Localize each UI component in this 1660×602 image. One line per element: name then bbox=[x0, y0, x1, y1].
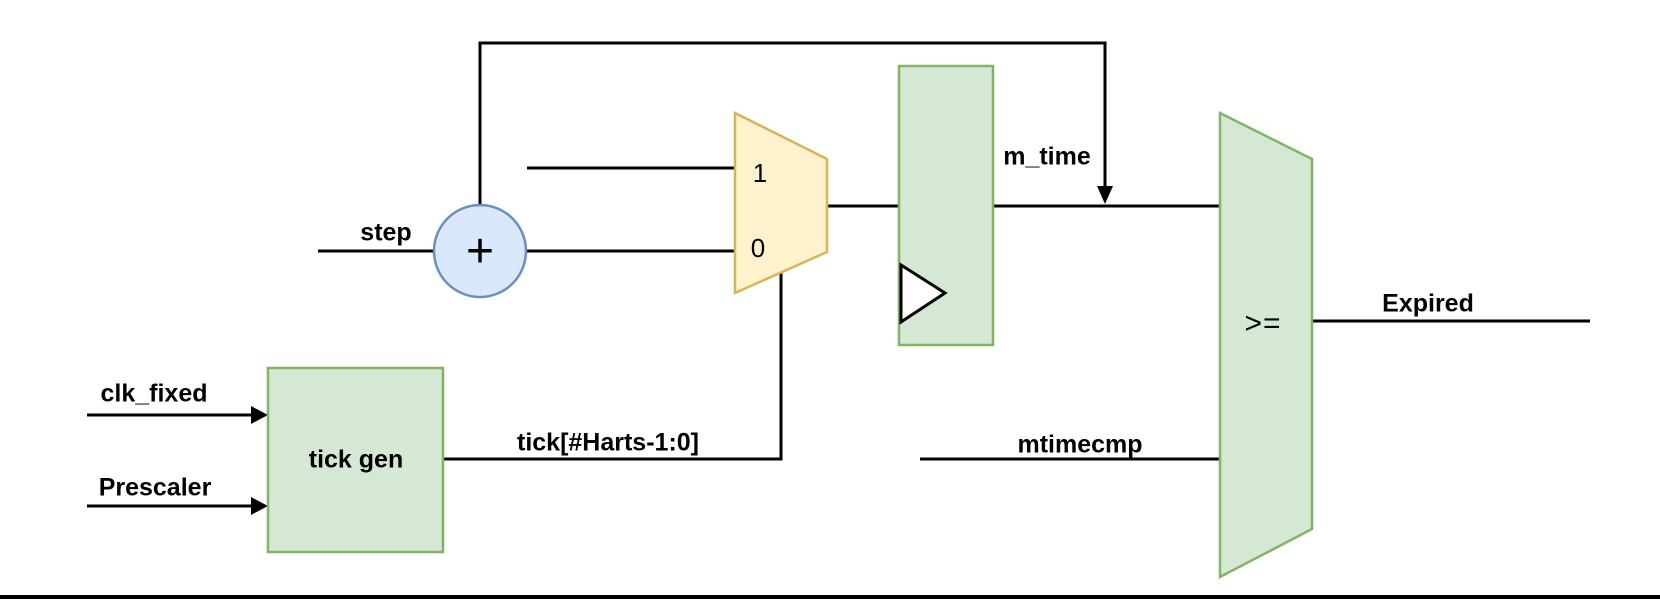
clk-fixed-label: clk_fixed bbox=[100, 379, 208, 408]
mux-input-1-label: 1 bbox=[752, 158, 768, 188]
feedback-wire bbox=[478, 41, 1107, 206]
clk-fixed-arrowhead-icon bbox=[251, 406, 268, 424]
adder-plus-symbol: + bbox=[465, 225, 495, 278]
prescaler-arrowhead-icon bbox=[251, 497, 268, 515]
step-label: step bbox=[360, 218, 412, 247]
tick-bus-label: tick[#Harts-1:0] bbox=[516, 428, 700, 457]
tick-gen-block bbox=[266, 366, 445, 554]
comparator-block bbox=[1218, 110, 1314, 580]
feedback-arrowhead-icon bbox=[1097, 186, 1113, 204]
m-time-label: m_time bbox=[1003, 142, 1091, 171]
tick-gen-label: tick gen bbox=[308, 445, 404, 474]
adder-block bbox=[432, 203, 528, 299]
clock-edge-icon bbox=[899, 262, 948, 325]
comparator-gte-symbol: >= bbox=[1244, 307, 1282, 340]
prescaler-label: Prescaler bbox=[98, 473, 212, 502]
expired-label: Expired bbox=[1382, 289, 1474, 318]
mtimecmp-label: mtimecmp bbox=[1017, 430, 1143, 459]
mux-input-0-label: 0 bbox=[750, 233, 766, 263]
tick-select-wire bbox=[443, 272, 783, 461]
mux-block bbox=[733, 110, 829, 295]
